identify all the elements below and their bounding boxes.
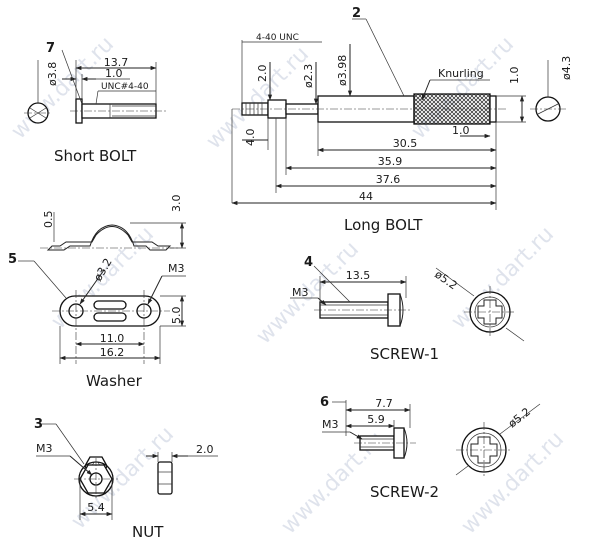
short-bolt-caption: Short BOLT (54, 147, 137, 165)
nut-caption: NUT (132, 523, 164, 541)
long-bolt-dim-2-0: 2.0 (256, 65, 269, 83)
long-bolt-slot-1-0: 1.0 (452, 124, 470, 137)
nut-thickness: 2.0 (196, 443, 214, 456)
nut-thread: M3 (36, 442, 53, 455)
washer-slot-bottom (93, 312, 127, 322)
screw2-thread-len: 5.9 (367, 413, 385, 426)
screw2-thread: M3 (322, 418, 339, 431)
washer-length: 16.2 (100, 346, 125, 359)
long-bolt-caption: Long BOLT (344, 216, 423, 234)
screw2-group: 7.7 5.9 M3 6 ø5.2 SCREW-2 (320, 395, 541, 501)
washer-side-profile (46, 224, 172, 251)
washer-width: 5.0 (170, 307, 183, 325)
long-bolt-knurling-label: Knurling (438, 67, 484, 80)
short-bolt-group: ø3.8 13.7 1.0 UNC#4-40 7 Short BOLT (24, 41, 166, 165)
long-bolt-d-30-5: 30.5 (393, 137, 418, 150)
washer-group: 0.5 3.0 ø3.2 M3 5.0 11.0 16.2 5 Washe (8, 195, 186, 390)
short-bolt-thread: UNC#4-40 (101, 82, 149, 92)
screw2-length: 7.7 (375, 397, 393, 410)
short-bolt-head-dia: ø3.8 (46, 62, 59, 86)
long-bolt-dim-4-0: 4.0 (244, 129, 257, 147)
washer-thread: M3 (168, 262, 185, 275)
screw1-thread: M3 (292, 286, 309, 299)
long-bolt-thread: 4-40 UNC (256, 33, 299, 43)
long-bolt-end-1-0: 1.0 (508, 67, 521, 85)
nut-side-view (157, 461, 173, 495)
screw2-callout: 6 (320, 395, 329, 410)
long-bolt-callout: 2 (352, 6, 361, 21)
washer-height: 3.0 (170, 195, 183, 213)
nut-callout: 3 (34, 417, 43, 432)
long-bolt-group: 2 4-40 UNC 2.0 ø2.3 ø3.98 Knurling 1.0 ø… (231, 6, 573, 234)
washer-slot-top (93, 300, 127, 310)
washer-caption: Washer (86, 372, 143, 390)
nut-width: 5.4 (87, 501, 105, 514)
short-bolt-head-len: 1.0 (105, 67, 123, 80)
screw1-caption: SCREW-1 (370, 345, 439, 363)
screw1-length: 13.5 (346, 269, 371, 282)
screw1-callout: 4 (304, 255, 313, 270)
screw2-caption: SCREW-2 (370, 483, 439, 501)
long-bolt-d-44: 44 (359, 190, 373, 203)
washer-thickness: 0.5 (42, 211, 55, 229)
short-bolt-callout: 7 (46, 41, 55, 56)
long-bolt-d-35-9: 35.9 (378, 155, 403, 168)
screw1-group: 13.5 M3 4 ø5.2 SCREW-1 (290, 255, 525, 363)
washer-callout: 5 (8, 252, 17, 267)
long-bolt-dia-3-98: ø3.98 (336, 55, 349, 86)
watermark-text: www.dart.ru (202, 42, 314, 154)
long-bolt-dia-4-3: ø4.3 (560, 56, 573, 80)
long-bolt-d-37-6: 37.6 (376, 173, 401, 186)
long-bolt-dia-2-3: ø2.3 (302, 64, 315, 88)
washer-pitch: 11.0 (100, 332, 125, 345)
screw1-head-dia: ø5.2 (432, 268, 459, 293)
screw2-head-dia: ø5.2 (506, 405, 533, 430)
short-bolt-length: 13.7 (104, 56, 129, 69)
nut-group: 5.4 M3 3 2.0 NUT (34, 417, 218, 541)
